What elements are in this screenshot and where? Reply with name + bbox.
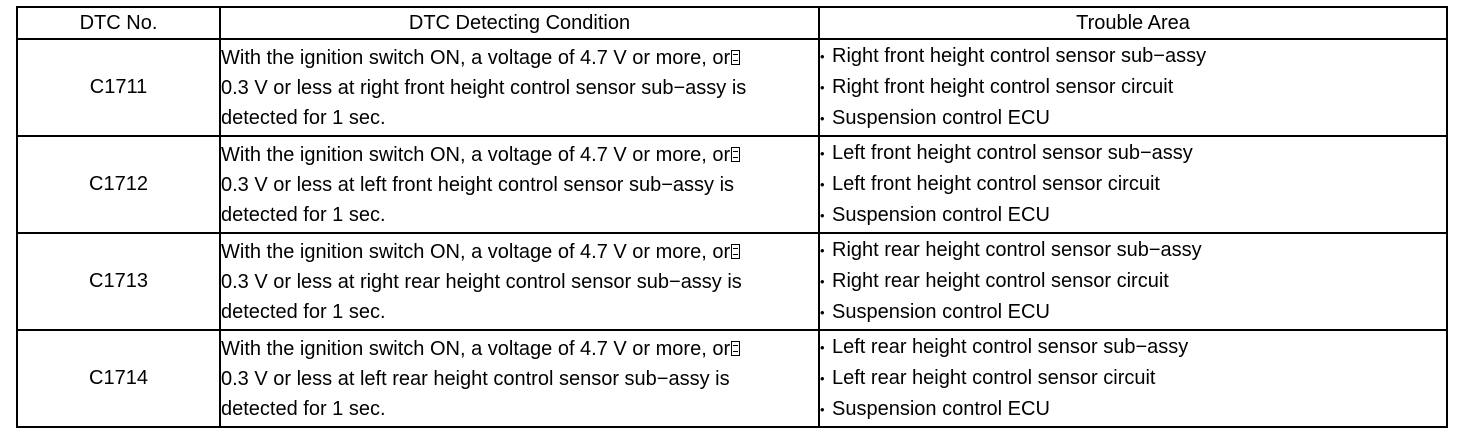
line-break-glyph-icon xyxy=(731,340,741,356)
bullet-icon: • xyxy=(820,402,825,417)
header-trouble-area: Trouble Area xyxy=(818,6,1448,40)
trouble-area-item: • Suspension control ECU xyxy=(820,103,1446,134)
condition-text: detected for 1 sec. xyxy=(221,300,386,323)
trouble-area-item: • Suspension control ECU xyxy=(820,200,1446,231)
bullet-icon: • xyxy=(820,274,825,289)
condition-line: detected for 1 sec. xyxy=(221,200,818,230)
dtc-code-cell: C1714 xyxy=(16,329,221,428)
trouble-area-cell: • Right rear height control sensor sub−as… xyxy=(818,232,1448,331)
condition-text: With the ignition switch ON, a voltage o… xyxy=(221,240,731,263)
detecting-condition-cell: With the ignition switch ON, a voltage o… xyxy=(219,135,820,234)
condition-text: 0.3 V or less at right rear height contr… xyxy=(221,270,742,293)
condition-line: With the ignition switch ON, a voltage o… xyxy=(221,140,818,170)
condition-line: 0.3 V or less at left rear height contro… xyxy=(221,364,818,394)
condition-line: 0.3 V or less at right front height cont… xyxy=(221,73,818,103)
dtc-table: DTC No. DTC Detecting Condition Trouble … xyxy=(16,6,1448,428)
table-header-row: DTC No. DTC Detecting Condition Trouble … xyxy=(16,6,1448,40)
trouble-area-cell: • Right front height control sensor sub−a… xyxy=(818,38,1448,137)
condition-text: 0.3 V or less at left front height contr… xyxy=(221,173,735,196)
bullet-icon: • xyxy=(820,146,825,161)
condition-line: 0.3 V or less at right rear height contr… xyxy=(221,267,818,297)
line-break-glyph-icon xyxy=(731,243,741,259)
bullet-icon: • xyxy=(820,243,825,258)
condition-line: detected for 1 sec. xyxy=(221,103,818,133)
header-detecting-condition: DTC Detecting Condition xyxy=(219,6,820,40)
trouble-area-item: • Left front height control sensor circui… xyxy=(820,169,1446,200)
condition-line: With the ignition switch ON, a voltage o… xyxy=(221,334,818,364)
trouble-area-item: • Right front height control sensor circu… xyxy=(820,72,1446,103)
trouble-area-item: • Left rear height control sensor sub−ass… xyxy=(820,332,1446,363)
bullet-icon: • xyxy=(820,111,825,126)
trouble-area-cell: • Left front height control sensor sub−as… xyxy=(818,135,1448,234)
trouble-area-item: • Left front height control sensor sub−as… xyxy=(820,138,1446,169)
condition-text: With the ignition switch ON, a voltage o… xyxy=(221,337,731,360)
condition-line: 0.3 V or less at left front height contr… xyxy=(221,170,818,200)
bullet-icon: • xyxy=(820,371,825,386)
trouble-area-text: Right rear height control sensor sub−ass… xyxy=(832,239,1202,261)
line-break-glyph-icon xyxy=(731,49,741,65)
detecting-condition-cell: With the ignition switch ON, a voltage o… xyxy=(219,232,820,331)
detecting-condition-cell: With the ignition switch ON, a voltage o… xyxy=(219,329,820,428)
trouble-area-item: • Right rear height control sensor circui… xyxy=(820,266,1446,297)
trouble-area-text: Suspension control ECU xyxy=(832,204,1050,226)
condition-text: With the ignition switch ON, a voltage o… xyxy=(221,143,731,166)
condition-text: detected for 1 sec. xyxy=(221,203,386,226)
trouble-area-text: Left rear height control sensor sub−assy xyxy=(832,336,1189,358)
dtc-code-cell: C1711 xyxy=(16,38,221,137)
trouble-area-text: Right rear height control sensor circuit xyxy=(832,270,1169,292)
condition-text: 0.3 V or less at right front height cont… xyxy=(221,76,747,99)
trouble-area-text: Suspension control ECU xyxy=(832,107,1050,129)
condition-text: With the ignition switch ON, a voltage o… xyxy=(221,46,731,69)
bullet-icon: • xyxy=(820,340,825,355)
trouble-area-text: Suspension control ECU xyxy=(832,301,1050,323)
condition-line: With the ignition switch ON, a voltage o… xyxy=(221,237,818,267)
trouble-area-item: • Left rear height control sensor circuit xyxy=(820,363,1446,394)
condition-line: detected for 1 sec. xyxy=(221,394,818,424)
dtc-code-cell: C1712 xyxy=(16,135,221,234)
trouble-area-text: Right front height control sensor sub−as… xyxy=(832,45,1207,67)
condition-line: With the ignition switch ON, a voltage o… xyxy=(221,43,818,73)
bullet-icon: • xyxy=(820,80,825,95)
trouble-area-item: • Suspension control ECU xyxy=(820,297,1446,328)
condition-text: detected for 1 sec. xyxy=(221,106,386,129)
bullet-icon: • xyxy=(820,49,825,64)
trouble-area-item: • Right front height control sensor sub−a… xyxy=(820,41,1446,72)
trouble-area-text: Right front height control sensor circui… xyxy=(832,76,1174,98)
header-dtc-no: DTC No. xyxy=(16,6,221,40)
condition-text: detected for 1 sec. xyxy=(221,397,386,420)
detecting-condition-cell: With the ignition switch ON, a voltage o… xyxy=(219,38,820,137)
trouble-area-text: Left front height control sensor circuit xyxy=(832,173,1160,195)
dtc-code-cell: C1713 xyxy=(16,232,221,331)
bullet-icon: • xyxy=(820,305,825,320)
line-break-glyph-icon xyxy=(731,146,741,162)
bullet-icon: • xyxy=(820,177,825,192)
trouble-area-text: Left front height control sensor sub−ass… xyxy=(832,142,1193,164)
trouble-area-cell: • Left rear height control sensor sub−ass… xyxy=(818,329,1448,428)
trouble-area-item: • Suspension control ECU xyxy=(820,394,1446,425)
condition-line: detected for 1 sec. xyxy=(221,297,818,327)
bullet-icon: • xyxy=(820,208,825,223)
trouble-area-item: • Right rear height control sensor sub−as… xyxy=(820,235,1446,266)
trouble-area-text: Suspension control ECU xyxy=(832,398,1050,420)
trouble-area-text: Left rear height control sensor circuit xyxy=(832,367,1156,389)
condition-text: 0.3 V or less at left rear height contro… xyxy=(221,367,730,390)
